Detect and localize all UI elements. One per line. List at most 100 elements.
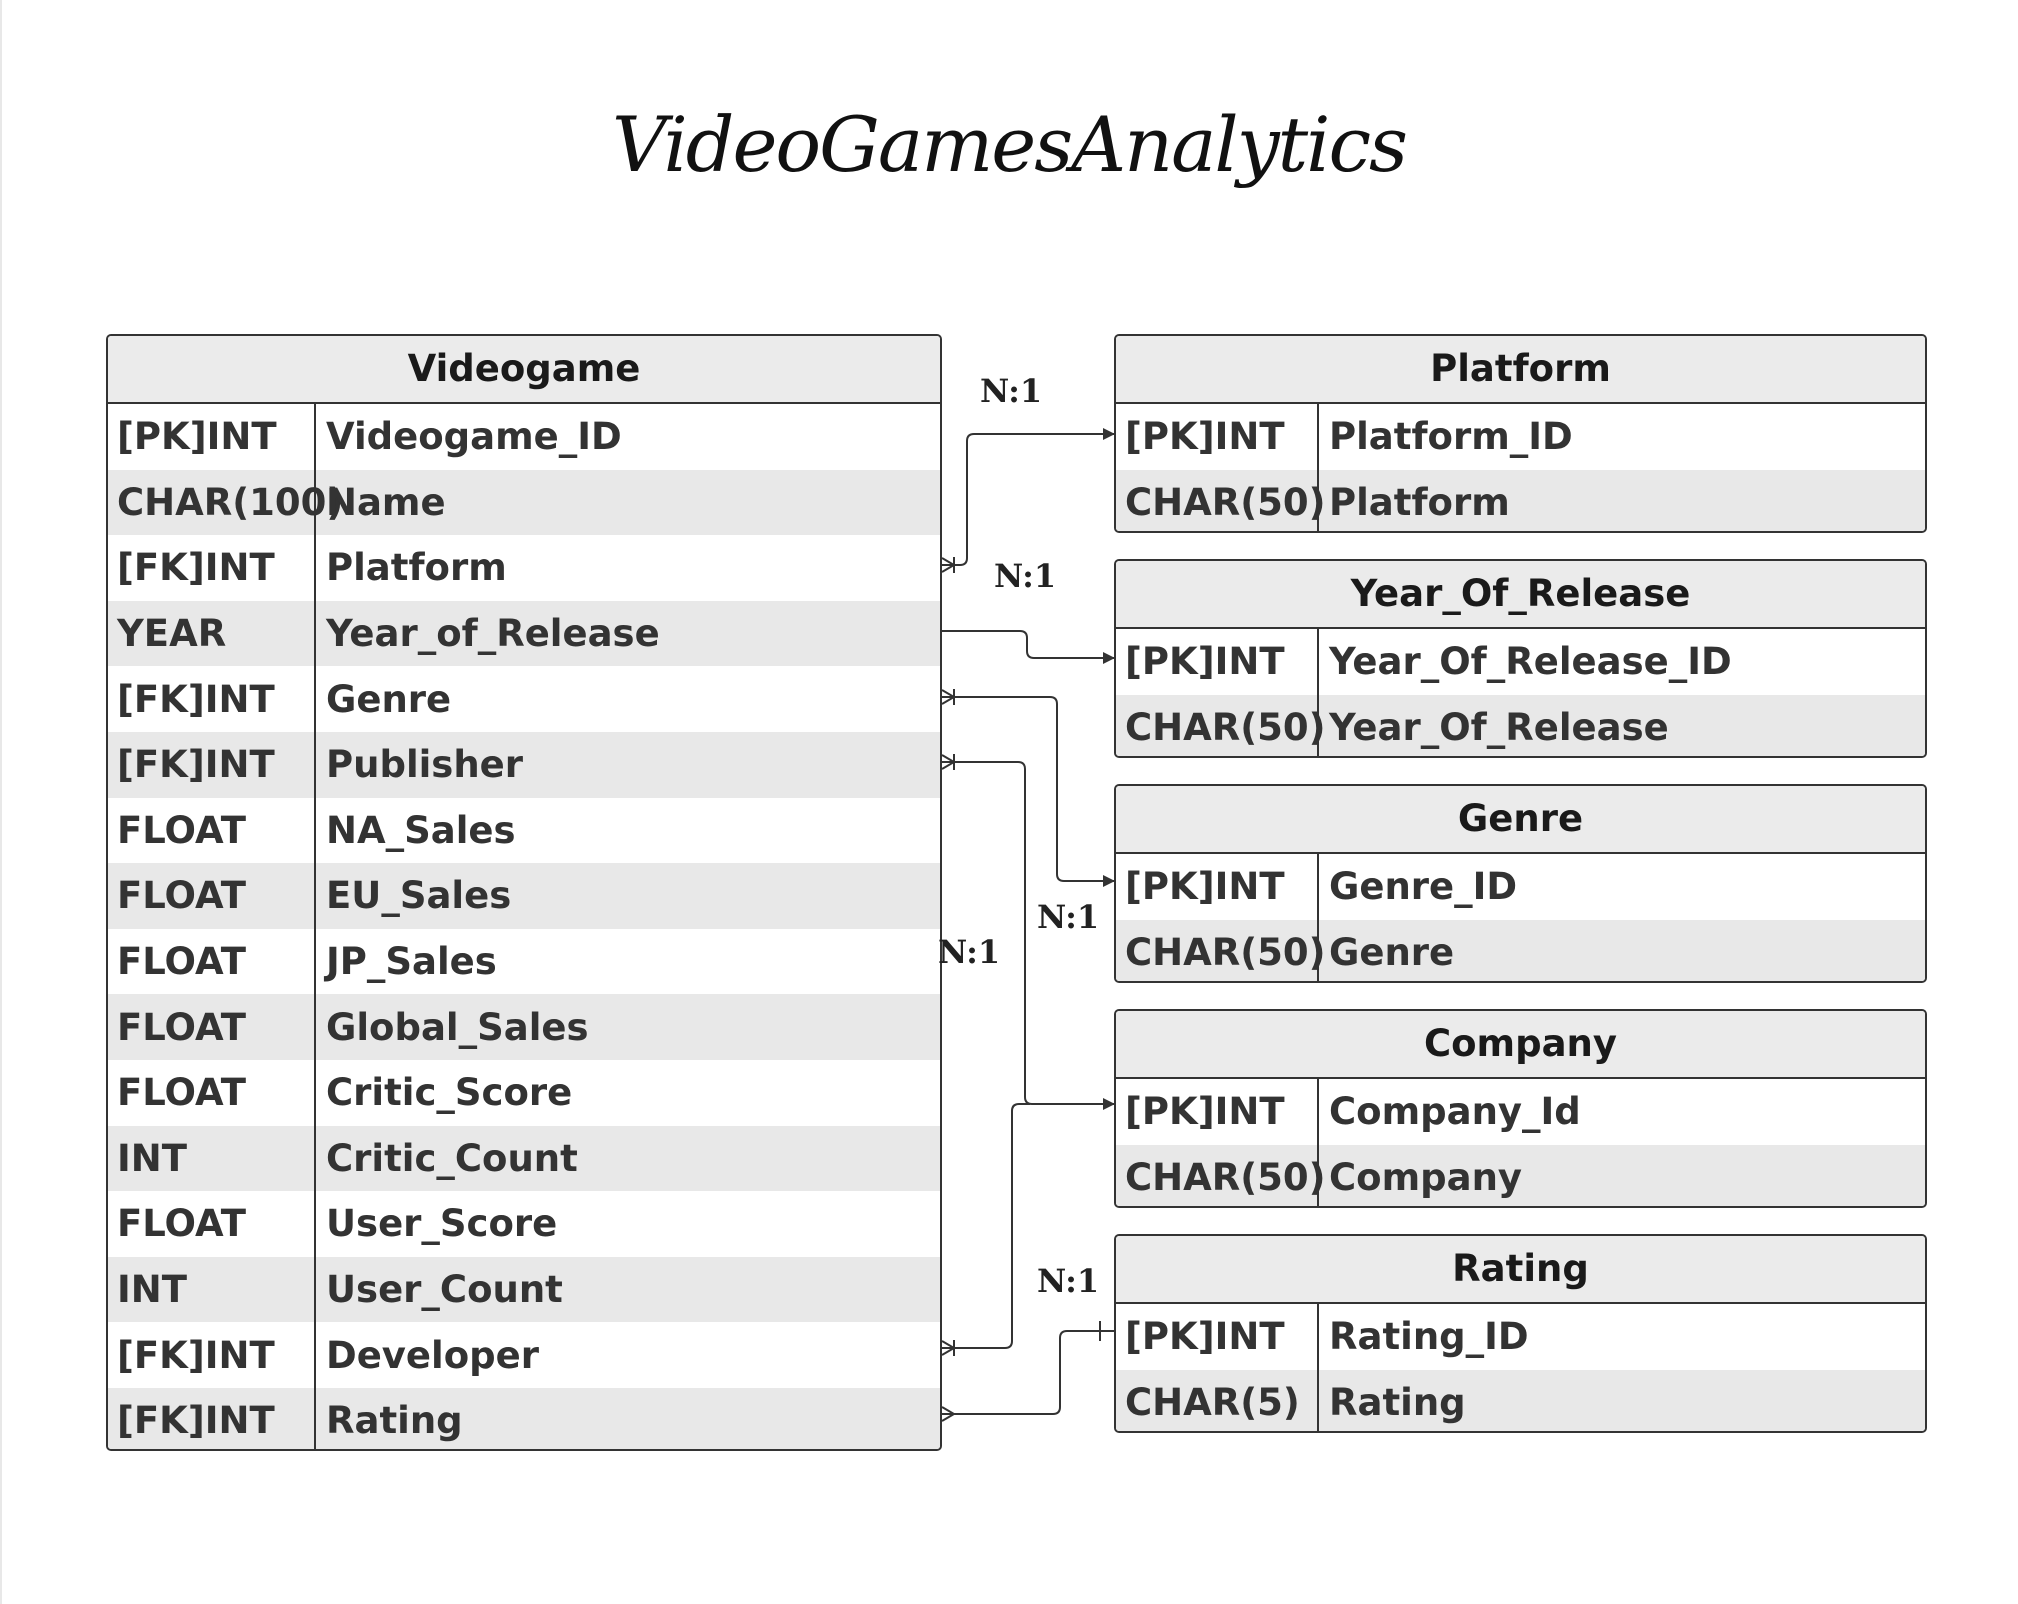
- field-row: CHAR(50)Company: [1116, 1144, 1925, 1206]
- field-name: Year_Of_Release: [1329, 705, 1669, 749]
- field-row: CHAR(50)Year_Of_Release: [1116, 694, 1925, 756]
- entity-header: Year_Of_Release: [1116, 561, 1925, 629]
- field-type: FLOAT: [108, 928, 316, 995]
- field-name: Genre: [1329, 930, 1455, 974]
- field-name: Critic_Score: [326, 1071, 573, 1115]
- field-type: INT: [108, 1256, 316, 1323]
- crowfoot-publisher: [941, 754, 956, 770]
- connector-rating: [942, 1330, 1114, 1415]
- field-name: Year_of_Release: [326, 612, 660, 656]
- field-type: CHAR(5): [1116, 1369, 1319, 1431]
- field-type: [PK]INT: [1116, 854, 1319, 920]
- field-type: [PK]INT: [1116, 404, 1319, 470]
- field-name: Global_Sales: [326, 1005, 589, 1049]
- field-name: Platform: [326, 546, 507, 590]
- field-row: CHAR(5)Rating: [1116, 1369, 1925, 1431]
- field-type: CHAR(50): [1116, 694, 1326, 756]
- field-type: [FK]INT: [108, 731, 316, 798]
- field-type: FLOAT: [108, 1059, 316, 1126]
- entity-header: Videogame: [108, 336, 940, 404]
- entity-header: Genre: [1116, 786, 1925, 854]
- field-name: Company: [1329, 1155, 1523, 1199]
- crowfoot-rating: [941, 1406, 956, 1422]
- field-name: Name: [326, 480, 446, 524]
- entity-header: Company: [1116, 1011, 1925, 1079]
- field-name: Critic_Count: [326, 1136, 578, 1180]
- connector-genre: [942, 696, 1115, 887]
- field-type: CHAR(50): [1116, 1144, 1326, 1206]
- field-type: YEAR: [108, 600, 316, 667]
- field-type: [PK]INT: [1116, 1079, 1319, 1145]
- field-name: Videogame_ID: [326, 415, 622, 459]
- field-name: User_Count: [326, 1268, 563, 1312]
- field-type: [PK]INT: [108, 404, 316, 470]
- field-type: [FK]INT: [108, 1322, 316, 1388]
- field-type: [FK]INT: [108, 535, 316, 601]
- canvas-border: [0, 0, 2, 1604]
- relationship-label-platform: N:1: [980, 372, 1043, 410]
- field-name: NA_Sales: [326, 808, 516, 852]
- field-name: Year_Of_Release_ID: [1329, 640, 1732, 684]
- entity-header: Platform: [1116, 336, 1925, 404]
- crowfoot-genre: [941, 689, 956, 705]
- field-type: FLOAT: [108, 994, 316, 1060]
- diagram-title: VideoGamesAnalytics: [611, 100, 1408, 189]
- field-name: Genre_ID: [1329, 865, 1518, 909]
- field-type: FLOAT: [108, 863, 316, 929]
- field-name: Rating: [326, 1399, 463, 1443]
- connector-developer: [942, 1103, 1030, 1349]
- field-name: Genre: [326, 677, 452, 721]
- field-type: INT: [108, 1125, 316, 1192]
- relationship-label-publisher: N:1: [938, 933, 1001, 971]
- field-row: CHAR(50)Platform: [1116, 469, 1925, 531]
- connector-platform: [942, 428, 1115, 566]
- entity-header: Rating: [1116, 1236, 1925, 1304]
- field-name: EU_Sales: [326, 874, 512, 918]
- field-name: Platform: [1329, 480, 1510, 524]
- crowfoot-platform: [941, 557, 956, 573]
- field-name: Rating_ID: [1329, 1315, 1529, 1359]
- field-row: CHAR(100)Name: [108, 469, 940, 536]
- field-type: [PK]INT: [1116, 629, 1319, 695]
- field-type: [PK]INT: [1116, 1304, 1319, 1370]
- field-name: JP_Sales: [326, 940, 497, 984]
- relationship-label-rating: N:1: [1037, 1262, 1100, 1300]
- relationship-label-genre: N:1: [1037, 898, 1100, 936]
- field-type: CHAR(50): [1116, 469, 1326, 531]
- field-type: FLOAT: [108, 1191, 316, 1257]
- field-type: FLOAT: [108, 797, 316, 864]
- field-name: User_Score: [326, 1202, 558, 1246]
- field-type: [FK]INT: [108, 1387, 316, 1449]
- field-name: Company_Id: [1329, 1090, 1581, 1134]
- field-type: CHAR(50): [1116, 919, 1326, 981]
- connector-year: [942, 630, 1115, 664]
- crowfoot-developer: [941, 1340, 956, 1356]
- field-name: Rating: [1329, 1380, 1466, 1424]
